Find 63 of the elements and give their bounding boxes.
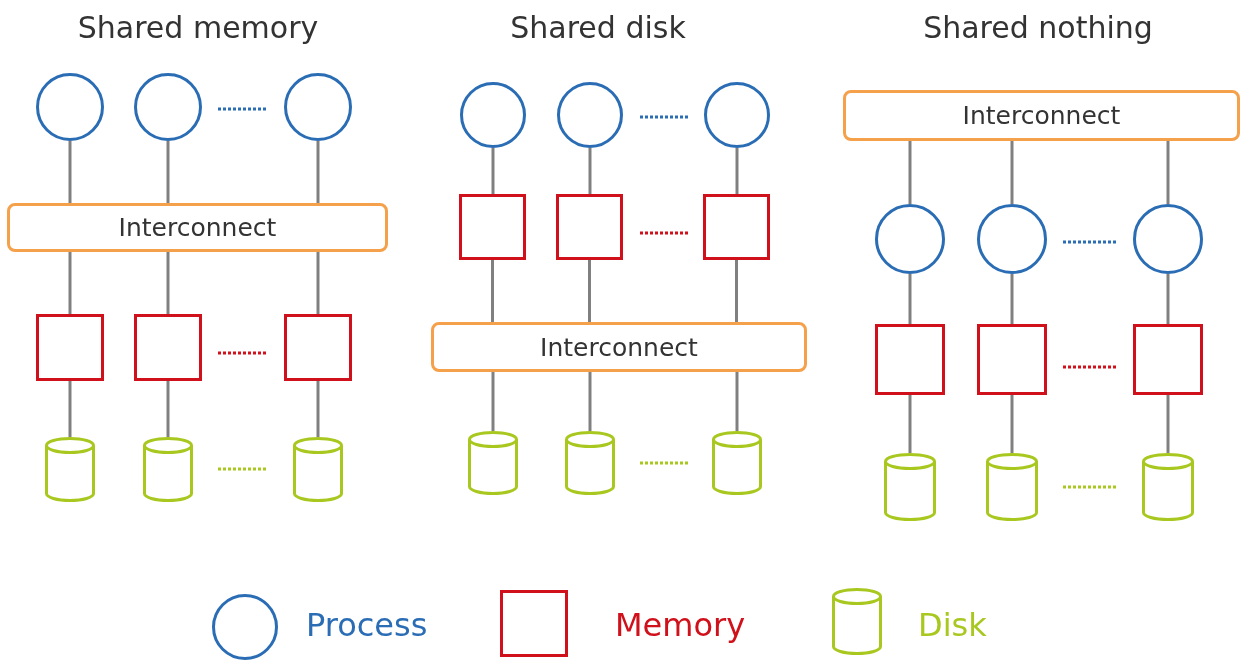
connector-line (735, 260, 738, 322)
legend-label: Process (306, 606, 428, 644)
disk-cylinder (293, 437, 343, 502)
connector-line (1166, 141, 1170, 204)
memory-square (284, 314, 352, 381)
interconnect-box: Interconnect (843, 90, 1240, 141)
connector-line (908, 395, 912, 453)
process-circle (134, 73, 202, 141)
process-circle (557, 82, 623, 148)
panel-title: Shared disk (510, 10, 686, 45)
connector-line (588, 260, 591, 322)
connector-line (316, 141, 320, 203)
legend-label: Disk (918, 606, 987, 644)
memory-square (134, 314, 202, 381)
disk-cylinder (143, 437, 193, 502)
disk-cylinder (712, 431, 762, 495)
disk-cylinder (1142, 453, 1194, 521)
process-circle (1133, 204, 1203, 274)
interconnect-box: Interconnect (431, 322, 807, 372)
connector-line (491, 260, 494, 322)
process-circle (875, 204, 945, 274)
memory-square (459, 194, 526, 260)
disk-cylinder (986, 453, 1038, 521)
memory-square (875, 324, 945, 395)
connector-line (316, 252, 320, 314)
legend-label: Memory (615, 606, 746, 644)
memory-square (36, 314, 104, 381)
connector-line (588, 372, 592, 431)
panel-title: Shared nothing (923, 10, 1153, 45)
connector-line (166, 252, 170, 314)
process-circle (704, 82, 770, 148)
process-circle (36, 73, 104, 141)
connector-line (491, 148, 495, 194)
connector-line (735, 148, 739, 194)
connector-line (1010, 141, 1014, 204)
memory-square (703, 194, 770, 260)
connector-line (68, 252, 72, 314)
disk-cylinder (565, 431, 615, 495)
connector-line (316, 381, 320, 437)
connector-line (588, 148, 592, 194)
connector-line (68, 141, 72, 203)
disk-cylinder (884, 453, 936, 521)
connector-line (68, 381, 72, 437)
connector-line (735, 372, 739, 431)
connector-line (166, 141, 170, 203)
memory-square (977, 324, 1047, 395)
connector-line (1166, 395, 1170, 453)
connector-line (491, 372, 495, 431)
connector-line (1010, 274, 1014, 324)
connector-line (1166, 274, 1170, 324)
interconnect-box: Interconnect (7, 203, 388, 252)
connector-line (908, 274, 912, 324)
connector-line (1010, 395, 1014, 453)
disk-cylinder (45, 437, 95, 502)
connector-line (166, 381, 170, 437)
connector-line (908, 141, 912, 204)
panel-title: Shared memory (77, 10, 319, 45)
memory-square (1133, 324, 1203, 395)
disk-cylinder (468, 431, 518, 495)
process-circle (284, 73, 352, 141)
memory-square (556, 194, 623, 260)
process-circle (460, 82, 526, 148)
process-circle (977, 204, 1047, 274)
